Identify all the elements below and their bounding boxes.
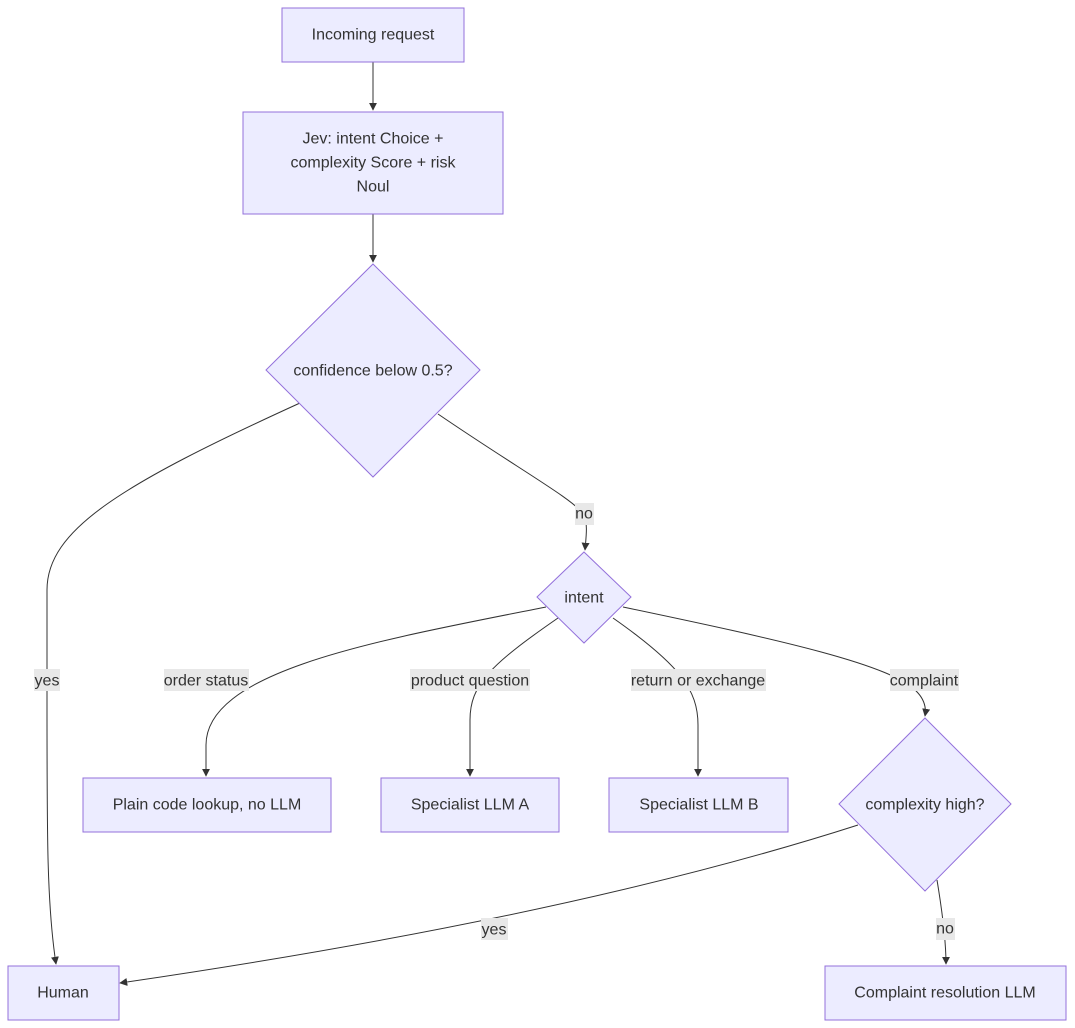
- decision-complexity[interactable]: complexity high?: [838, 717, 1012, 892]
- edge-label-complaint-text: complaint: [890, 673, 959, 690]
- edge-complexity-yes-to-human: [119, 824, 859, 986]
- decision-confidence-label: confidence below 0.5?: [293, 363, 452, 380]
- edge-label-confidence-no: no: [575, 503, 594, 525]
- edge-label-confidence-no-text: no: [575, 506, 593, 523]
- decision-intent[interactable]: intent: [536, 551, 632, 644]
- edge-label-product-question: product question: [410, 669, 530, 691]
- edge-label-complexity-yes: yes: [481, 918, 508, 940]
- node-classifier-label-line1: Jev: intent Choice +: [303, 131, 444, 148]
- node-plain-code-lookup-label: Plain code lookup, no LLM: [113, 797, 302, 814]
- edge-intent-to-specialist-a: [466, 617, 559, 777]
- node-specialist-llm-a-label: Specialist LLM A: [411, 797, 530, 814]
- edge-label-return-or-exchange-text: return or exchange: [631, 673, 765, 690]
- edge-label-complexity-no: no: [936, 918, 955, 940]
- edge-label-order-status-text: order status: [164, 673, 248, 690]
- edge-label-complaint: complaint: [890, 669, 959, 691]
- node-plain-code-lookup[interactable]: Plain code lookup, no LLM: [82, 777, 332, 833]
- edge-intent-to-specialist-b: [612, 617, 702, 777]
- edge-label-product-question-text: product question: [411, 673, 529, 690]
- node-complaint-resolution-llm-label: Complaint resolution LLM: [854, 985, 1035, 1002]
- edge-label-complexity-yes-text: yes: [482, 922, 507, 939]
- node-incoming-request-label: Incoming request: [312, 27, 435, 44]
- edge-label-complexity-no-text: no: [936, 921, 954, 938]
- edge-label-confidence-yes: yes: [34, 669, 60, 691]
- decision-complexity-label: complexity high?: [865, 797, 984, 814]
- edge-label-return-or-exchange: return or exchange: [631, 669, 766, 691]
- edge-intent-to-plain-lookup: [202, 606, 547, 777]
- decision-intent-label: intent: [564, 590, 604, 607]
- node-specialist-llm-b[interactable]: Specialist LLM B: [608, 777, 789, 833]
- edge-label-order-status: order status: [164, 669, 249, 691]
- node-classifier-label-line3: Noul: [357, 179, 390, 196]
- edge-label-confidence-yes-text: yes: [35, 673, 60, 690]
- decision-confidence[interactable]: confidence below 0.5?: [265, 263, 481, 478]
- node-specialist-llm-b-label: Specialist LLM B: [639, 797, 758, 814]
- node-specialist-llm-a[interactable]: Specialist LLM A: [380, 777, 560, 833]
- edge-confidence-yes-to-human: [46, 402, 301, 965]
- node-incoming-request[interactable]: Incoming request: [281, 7, 465, 63]
- node-human-label: Human: [37, 985, 89, 1002]
- edge-confidence-no-to-intent: [437, 413, 590, 551]
- edge-intent-to-complexity: [622, 606, 931, 717]
- node-complaint-resolution-llm[interactable]: Complaint resolution LLM: [824, 965, 1067, 1021]
- node-classifier[interactable]: Jev: intent Choice + complexity Score + …: [242, 111, 504, 215]
- node-human[interactable]: Human: [7, 965, 120, 1021]
- node-classifier-label-line2: complexity Score + risk: [291, 155, 457, 172]
